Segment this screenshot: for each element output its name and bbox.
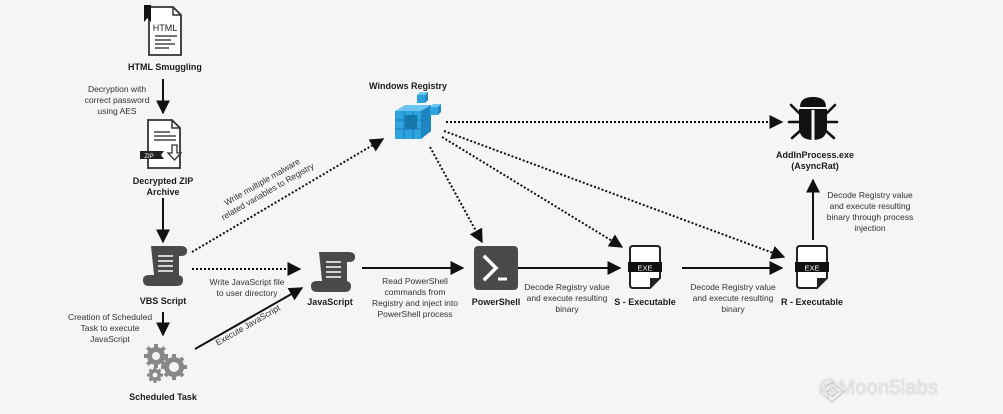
- note-line: injection: [854, 223, 886, 233]
- note-line: commands from: [384, 287, 446, 297]
- note-html-to-zip: Decryption with correct password using A…: [72, 84, 162, 117]
- r-executable-label: R - Executable: [780, 297, 844, 307]
- note-line: and execute resulting: [829, 201, 911, 211]
- note-line: and execute resulting: [692, 293, 774, 303]
- svg-text:HTML: HTML: [153, 23, 178, 33]
- svg-text:EXE: EXE: [804, 264, 819, 273]
- note-vbs-to-task: Creation of Scheduled Task to execute Ja…: [60, 312, 160, 345]
- edge-task-to-js: [194, 287, 304, 350]
- note-line: binary: [555, 304, 579, 314]
- note-s-to-r: Decode Registry value and execute result…: [683, 282, 783, 315]
- note-line: binary through process: [826, 212, 914, 222]
- addinprocess-label-line1: AddInProcess.exe: [775, 150, 855, 160]
- addinprocess-label: AddInProcess.exe (AsyncRat): [770, 150, 860, 172]
- zip-archive-label-line2: Archive: [146, 187, 180, 197]
- note-line: using AES: [97, 106, 137, 116]
- svg-text:ZIP: ZIP: [144, 154, 153, 160]
- note-line: Task to execute: [80, 323, 140, 333]
- html-smuggling-label: HTML Smuggling: [128, 62, 202, 72]
- html-document-icon: HTML: [144, 5, 182, 56]
- edge-registry-to-r: [443, 130, 786, 260]
- watermark: @Moon5labs: [818, 377, 939, 399]
- edge-vbs-to-registry: [191, 138, 385, 253]
- note-js-to-powershell: Read PowerShell commands from Registry a…: [360, 276, 470, 320]
- moon5labs-logo-icon: [818, 381, 846, 403]
- note-line: Decryption with: [87, 84, 147, 94]
- powershell-prompt-icon: [474, 246, 518, 290]
- note-line: Write JavaScript file: [209, 277, 285, 287]
- registry-cubes-icon: [395, 92, 441, 139]
- note-line: Decode Registry value: [524, 282, 610, 292]
- edge-registry-to-s: [441, 136, 624, 248]
- zip-archive-label-line1: Decrypted ZIP: [132, 176, 194, 186]
- s-executable-label: S - Executable: [614, 297, 676, 307]
- note-r-to-addin: Decode Registry value and execute result…: [822, 190, 918, 234]
- script-scroll-icon: [311, 252, 355, 292]
- note-line: Decode Registry value: [690, 282, 776, 292]
- bug-icon: [787, 97, 839, 140]
- note-line: correct password: [84, 95, 150, 105]
- zip-archive-label: Decrypted ZIP Archive: [118, 176, 208, 198]
- note-line: Creation of Scheduled: [67, 312, 153, 322]
- note-line: Registry and inject into: [372, 298, 458, 308]
- note-line: to user directory: [216, 288, 278, 298]
- powershell-label: PowerShell: [471, 297, 521, 307]
- note-powershell-to-s: Decode Registry value and execute result…: [517, 282, 617, 315]
- scheduled-task-label: Scheduled Task: [129, 392, 197, 402]
- gears-icon: [144, 344, 187, 383]
- exe-file-icon: EXE: [628, 245, 662, 289]
- svg-text:EXE: EXE: [637, 264, 652, 273]
- vbs-script-label: VBS Script: [139, 296, 187, 306]
- edge-registry-to-powershell: [429, 146, 483, 244]
- note-line: PowerShell process: [377, 309, 453, 319]
- note-line: Decode Registry value: [827, 190, 913, 200]
- note-line: JavaScript: [90, 334, 130, 344]
- windows-registry-label: Windows Registry: [369, 81, 447, 91]
- javascript-label: JavaScript: [307, 297, 353, 307]
- note-line: binary: [721, 304, 745, 314]
- zip-file-icon: ZIP: [140, 119, 183, 169]
- note-line: and execute resulting: [526, 293, 608, 303]
- addinprocess-label-line2: (AsyncRat): [791, 161, 839, 171]
- note-vbs-to-js: Write JavaScript file to user directory: [192, 277, 302, 299]
- note-line: Read PowerShell: [382, 276, 448, 286]
- script-scroll-icon: [143, 246, 187, 286]
- exe-file-icon: EXE: [795, 245, 829, 289]
